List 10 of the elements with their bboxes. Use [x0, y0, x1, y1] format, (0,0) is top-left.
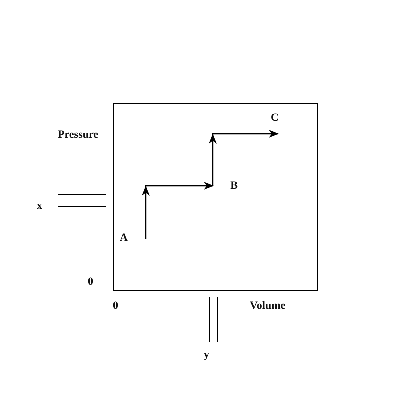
- axis-label: 0: [113, 299, 118, 313]
- axis-label: Pressure: [58, 128, 99, 142]
- axis-label: y: [204, 348, 210, 362]
- point-label: C: [271, 111, 291, 134]
- axis-label: Volume: [250, 299, 286, 313]
- axis-label: x: [37, 199, 42, 213]
- plot-frame: [113, 103, 318, 291]
- point-label: A: [120, 231, 146, 245]
- axis-label: 0: [88, 275, 94, 289]
- point-label: B: [213, 179, 238, 193]
